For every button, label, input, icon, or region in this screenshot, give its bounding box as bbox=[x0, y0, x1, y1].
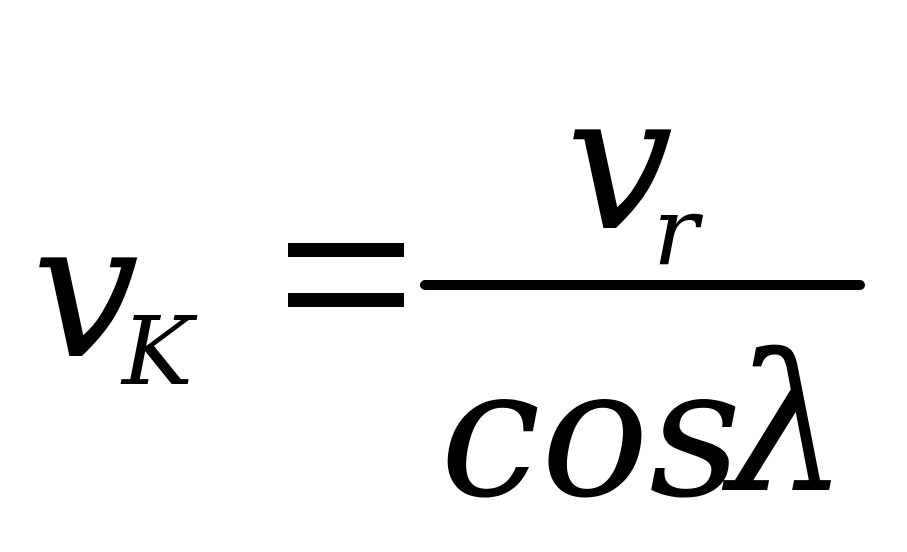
lhs-symbol: v bbox=[32, 180, 140, 401]
numerator-symbol: v bbox=[566, 52, 674, 273]
numerator-subscript: r bbox=[653, 177, 699, 287]
denominator-argument: λ bbox=[728, 314, 849, 535]
equals-sign-bottom-bar bbox=[288, 293, 404, 307]
equals-sign-top-bar bbox=[288, 243, 404, 257]
fraction-bar bbox=[420, 280, 865, 290]
lhs-subscript: K bbox=[122, 297, 193, 407]
denominator-function: cos bbox=[440, 329, 742, 538]
